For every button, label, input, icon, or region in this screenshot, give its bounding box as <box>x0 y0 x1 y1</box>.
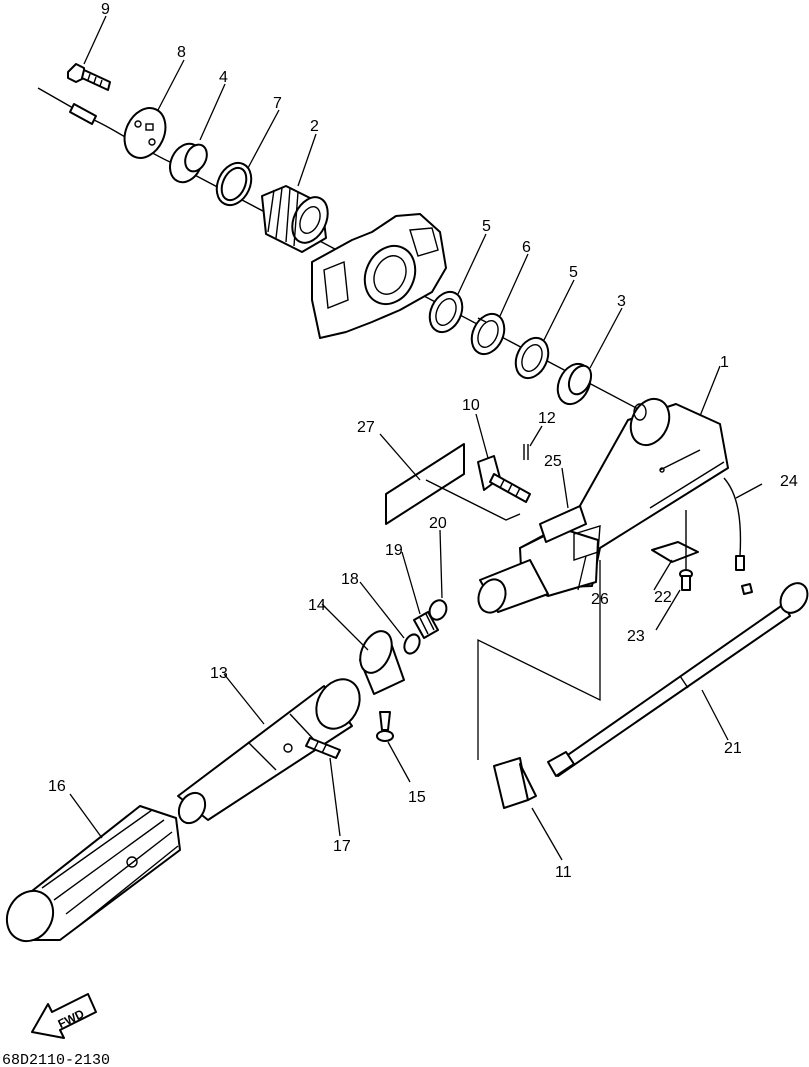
callout-8: 8 <box>177 44 186 61</box>
part-4-collar <box>168 142 208 184</box>
part-11-clip <box>477 560 601 809</box>
part-19-spring <box>413 611 439 639</box>
part-15-screw <box>376 711 394 742</box>
callout-14: 14 <box>308 597 326 614</box>
callout-1: 1 <box>720 354 729 371</box>
callout-12: 12 <box>538 410 556 427</box>
callout-7: 7 <box>273 95 282 112</box>
part-3-bushing <box>556 362 593 406</box>
callout-5b: 5 <box>569 264 578 281</box>
callout-19: 19 <box>385 542 403 559</box>
part-13-throttle-tube <box>177 678 361 825</box>
part-23-screw <box>679 510 693 591</box>
callout-2: 2 <box>310 118 319 135</box>
part-21-shaft <box>547 582 809 777</box>
callout-10: 10 <box>462 397 480 414</box>
callout-13: 13 <box>210 665 228 682</box>
callout-20: 20 <box>429 515 447 532</box>
callout-25: 25 <box>544 453 562 470</box>
callout-5a: 5 <box>482 218 491 235</box>
part-9-bolt <box>67 63 111 91</box>
part-26-label <box>573 525 601 561</box>
part-6-spring-washer <box>470 312 506 356</box>
callout-22: 22 <box>654 589 672 606</box>
part-18-washer <box>403 633 421 655</box>
steering-bracket <box>311 213 447 339</box>
part-1-steering-handle <box>477 397 729 614</box>
drawing-code: 68D2110-2130 <box>2 1052 110 1067</box>
part-8-plate <box>123 107 167 159</box>
callout-11: 11 <box>555 864 572 881</box>
fwd-arrow: FWD <box>31 993 97 1039</box>
part-2-bushing <box>261 185 329 253</box>
part-17-screw <box>305 737 341 759</box>
part-10-wing-bolt <box>477 455 531 503</box>
part-12-pin <box>523 444 529 460</box>
part-7-ring <box>215 161 253 207</box>
callout-24: 24 <box>780 473 798 490</box>
part-14-collar <box>359 630 405 695</box>
callout-27: 27 <box>357 419 375 436</box>
callout-23: 23 <box>627 628 645 645</box>
part-5-washer-b <box>514 336 550 380</box>
callout-21: 21 <box>724 740 742 757</box>
part-24-stop-switch-lead <box>723 477 753 595</box>
part-5-washer-a <box>428 290 464 334</box>
callout-17: 17 <box>333 838 351 855</box>
part-16-grip <box>5 805 181 943</box>
callout-9: 9 <box>101 1 110 18</box>
callout-15: 15 <box>408 789 426 806</box>
part-25-plate <box>539 505 587 543</box>
callout-16: 16 <box>48 778 66 795</box>
callout-18: 18 <box>341 571 359 588</box>
callout-6: 6 <box>522 239 531 256</box>
part-22-bracket <box>651 541 699 563</box>
part-27-decal <box>385 443 521 525</box>
leader-lines <box>69 15 763 861</box>
callout-3: 3 <box>617 293 626 310</box>
callout-labels: 1 2 3 4 5 5 6 7 8 9 10 11 12 13 14 15 16… <box>48 1 798 881</box>
callout-4: 4 <box>219 69 228 86</box>
callout-26: 26 <box>591 591 609 608</box>
part-20-cap <box>428 599 448 621</box>
